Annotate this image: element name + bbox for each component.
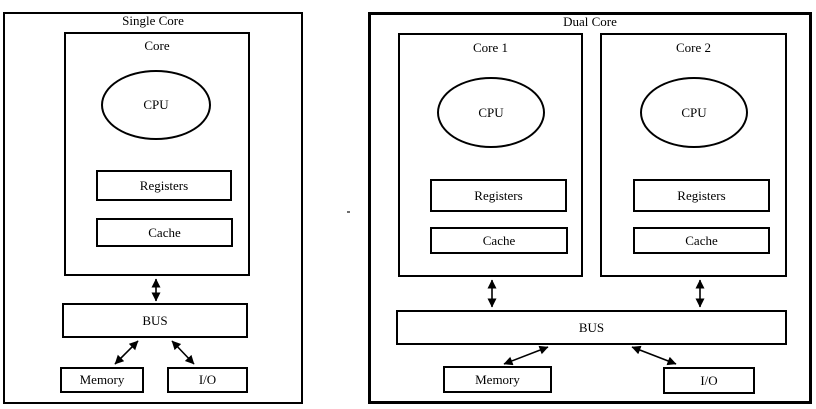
single-core-cache-label: Cache [148, 224, 181, 240]
dual-core-memory-box: Memory [443, 366, 552, 393]
single-core-registers-box: Registers [96, 170, 232, 201]
dual-core1-cache-box: Cache [430, 227, 568, 254]
dual-core1-cpu-ellipse: CPU [437, 77, 545, 148]
dual-core2-title: Core 2 [675, 40, 712, 55]
dual-core1-registers-box: Registers [430, 179, 567, 212]
dual-core1-registers-label: Registers [474, 187, 523, 203]
dual-core2-cpu-label: CPU [681, 104, 707, 120]
single-core-core-title: Core [144, 38, 170, 53]
single-core-memory-label: Memory [79, 372, 125, 387]
dual-core-bus-box: BUS [396, 310, 787, 345]
dual-core2-cpu-ellipse: CPU [640, 77, 748, 148]
single-core-bus-box: BUS [62, 303, 248, 338]
dual-core-io-box: I/O [663, 367, 755, 394]
dual-core-title: Dual Core [563, 14, 617, 29]
single-core-bus-label: BUS [142, 312, 168, 328]
single-core-cpu-ellipse: CPU [101, 70, 211, 140]
dual-core2-cache-label: Cache [685, 232, 718, 248]
stray-dot [347, 211, 350, 213]
single-core-registers-label: Registers [139, 177, 189, 193]
dual-core1-cpu-label: CPU [478, 104, 504, 120]
single-core-cache-box: Cache [96, 218, 233, 247]
dual-core1-title: Core 1 [472, 40, 509, 55]
dual-core-bus-label: BUS [578, 319, 605, 335]
dual-core2-registers-box: Registers [633, 179, 770, 212]
single-core-memory-box: Memory [60, 367, 144, 393]
single-core-title: Single Core [122, 13, 184, 28]
single-core-io-box: I/O [167, 367, 248, 393]
dual-core-memory-label: Memory [475, 371, 520, 387]
single-core-cpu-label: CPU [143, 97, 169, 112]
dual-core-io-label: I/O [700, 372, 718, 388]
single-core-io-label: I/O [198, 372, 217, 387]
dual-core2-cache-box: Cache [633, 227, 770, 254]
dual-core2-registers-label: Registers [677, 187, 726, 203]
dual-core1-cache-label: Cache [482, 232, 516, 248]
